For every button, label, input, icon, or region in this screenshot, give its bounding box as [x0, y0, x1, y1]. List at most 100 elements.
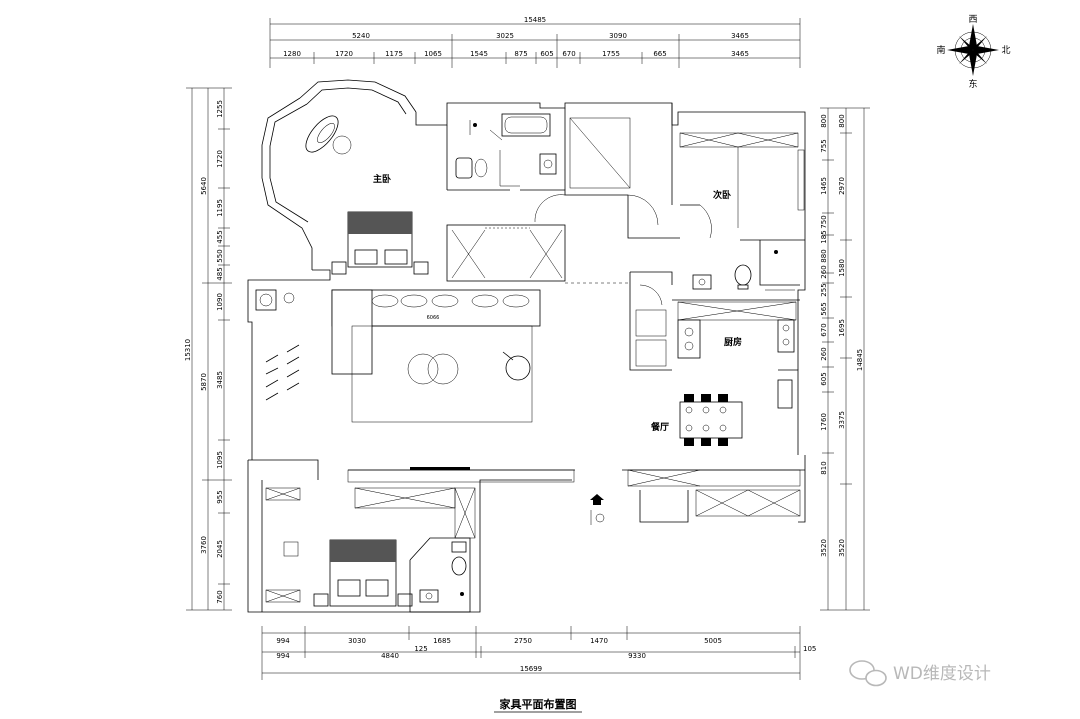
dim-top-2-3: 3465 — [731, 32, 749, 40]
dim-top-3-7: 670 — [562, 50, 575, 58]
dim-top-3-3: 1065 — [424, 50, 442, 58]
living-room: 6066 — [255, 282, 630, 525]
dim-left-inner-4: 550 — [216, 249, 224, 262]
wall-art-left — [265, 344, 300, 401]
dim-bottom-1-1: 3030 — [348, 637, 366, 645]
dim-right-inner-13: 810 — [820, 461, 828, 474]
second-bedroom: 次卧 — [679, 132, 805, 239]
dim-bottom-1-3: 2750 — [514, 637, 532, 645]
dim-bottom-1-5: 5005 — [704, 637, 722, 645]
second-bath — [692, 250, 795, 291]
dim-bottom-2-1: 4840 — [381, 652, 399, 660]
dim-right-inner-10: 260 — [820, 347, 828, 360]
dim-top-3-6: 605 — [540, 50, 553, 58]
dim-right-inner-5: 880 — [820, 249, 828, 262]
dim-top-3-5: 875 — [514, 50, 527, 58]
dim-left-inner-9: 955 — [216, 490, 224, 503]
dim-right-outer-4: 3375 — [838, 411, 846, 429]
guest-bed — [313, 539, 413, 607]
dim-top-3-9: 665 — [653, 50, 666, 58]
coffee-table-1 — [407, 353, 439, 385]
tv-cabinet — [347, 467, 575, 483]
entrance-marker-icon — [590, 494, 605, 525]
dim-right-inner-14: 3520 — [820, 539, 828, 557]
dim-left-outer-2: 3760 — [200, 536, 208, 554]
dim-top-3-8: 1755 — [602, 50, 620, 58]
walls — [247, 79, 806, 613]
desk-chair — [283, 541, 299, 557]
dim-top-3-2: 1175 — [385, 50, 403, 58]
coffee-table-2 — [427, 353, 459, 385]
dim-top-3-0: 1280 — [283, 50, 301, 58]
compass-east-label: 东 — [968, 78, 977, 90]
compass-south-label: 南 — [936, 44, 945, 56]
compass-rose-icon: 西 东 南 北 — [936, 14, 1010, 90]
dim-right-inner-2: 1465 — [820, 177, 828, 195]
dim-bottom-2-4: 105 — [803, 645, 816, 653]
sofa-dimension-label: 6066 — [427, 315, 440, 321]
dim-right-inner-8: 565 — [820, 302, 828, 315]
dim-left-outer-0: 5640 — [200, 177, 208, 195]
laundry-sink — [255, 289, 295, 311]
room-label-dining: 餐厅 — [650, 421, 669, 433]
top-dimension-chain: 15485 5240 3025 3090 3465 1280 1720 1175… — [269, 16, 801, 68]
closet-near-master — [451, 117, 659, 279]
dim-right-total: 14845 — [856, 349, 864, 371]
dim-left-inner-10: 2045 — [216, 540, 224, 558]
dim-right-inner-3: 750 — [820, 215, 828, 228]
dim-right-outer-2: 1580 — [838, 259, 846, 277]
dim-right-inner-0: 800 — [820, 114, 828, 127]
watermark: WD维度设计 — [849, 660, 991, 687]
dim-left-inner-7: 3485 — [216, 371, 224, 389]
kitchen: 厨房 — [635, 284, 797, 367]
dim-right-outer-5: 3520 — [838, 539, 846, 557]
dim-bottom-2-2: 125 — [414, 645, 427, 653]
master-bed — [331, 211, 429, 275]
dim-left-total: 15310 — [184, 339, 192, 361]
sofa: 6066 — [331, 289, 541, 375]
drawing-title: 家具平面布置图 — [500, 697, 577, 711]
drawing-title-block: 家具平面布置图 — [494, 697, 582, 713]
watermark-text: WD维度设计 — [893, 664, 991, 684]
area-rug — [351, 325, 533, 423]
dim-bottom-total: 15699 — [520, 665, 542, 673]
dim-right-outer-1: 2970 — [838, 177, 846, 195]
dim-right-inner-11: 605 — [820, 372, 828, 385]
dim-top-3-1: 1720 — [335, 50, 353, 58]
dim-top-3-4: 1545 — [470, 50, 488, 58]
dim-bottom-1-2: 1685 — [433, 637, 451, 645]
compass-west-label: 西 — [968, 14, 977, 25]
dim-left-outer-1: 5870 — [200, 373, 208, 391]
dim-right-inner-1: 755 — [820, 139, 828, 152]
guest-bath — [409, 537, 471, 613]
master-bath — [455, 113, 557, 187]
dim-left-inner-5: 485 — [216, 267, 224, 280]
wechat-icon — [849, 660, 887, 687]
dim-right-inner-9: 670 — [820, 323, 828, 336]
dim-top-3-10: 3465 — [731, 50, 749, 58]
dim-bottom-1-0: 994 — [276, 637, 290, 645]
dim-left-inner-11: 760 — [216, 590, 224, 603]
dim-right-inner-12: 1760 — [820, 413, 828, 431]
dim-bottom-1-4: 1470 — [590, 637, 608, 645]
dim-left-inner-3: 455 — [216, 230, 224, 243]
dim-bottom-2-0: 994 — [276, 652, 290, 660]
dim-top-2-0: 5240 — [352, 32, 370, 40]
dim-top-2-1: 3025 — [496, 32, 514, 40]
dim-right-outer-3: 1695 — [838, 319, 846, 337]
dim-top-total: 15485 — [524, 16, 546, 24]
dim-right-inner-4: 185 — [820, 230, 828, 243]
dim-bottom-2-3: 9330 — [628, 652, 646, 660]
armchair — [502, 351, 531, 381]
dim-right-inner-7: 255 — [820, 283, 828, 296]
master-bedroom: 主卧 — [305, 115, 429, 275]
right-dimension-chain: 14845 800 2970 1580 1695 3375 3520 800 7… — [820, 107, 870, 611]
dim-left-inner-6: 1090 — [216, 293, 224, 311]
dim-left-inner-8: 1095 — [216, 451, 224, 469]
dim-right-outer-0: 800 — [838, 114, 846, 127]
bottom-dimension-chain: 994 3030 1685 2750 1470 5005 994 4840 12… — [261, 626, 816, 680]
sideboard — [777, 379, 793, 409]
dim-top-2-2: 3090 — [609, 32, 627, 40]
dining-area: 餐厅 — [627, 379, 801, 517]
